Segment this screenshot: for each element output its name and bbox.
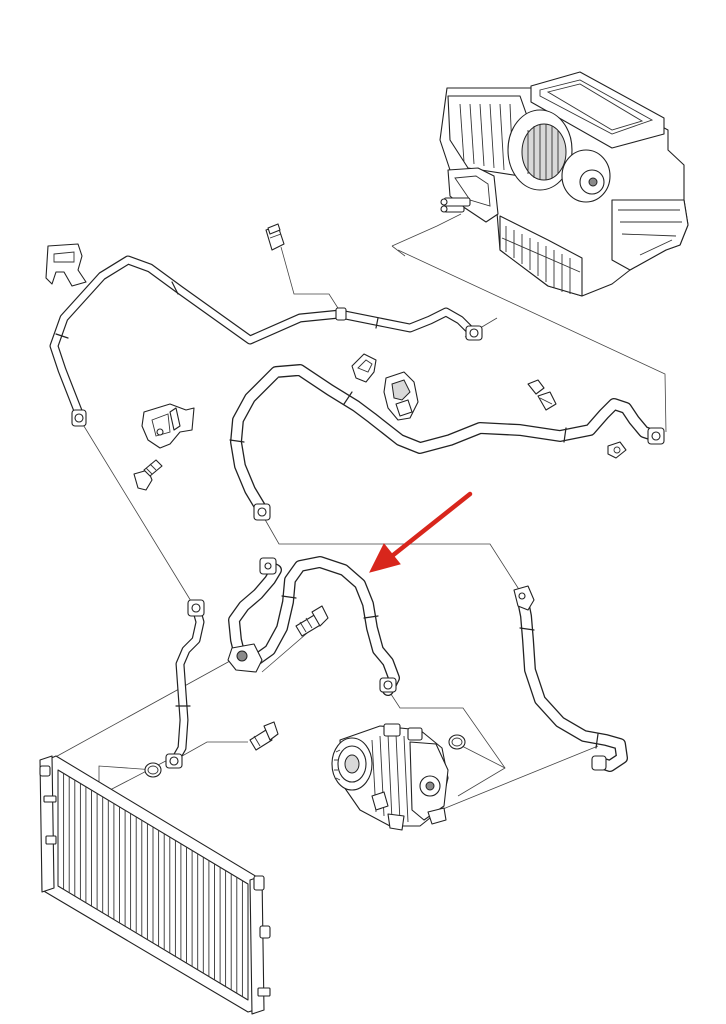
mounting-bracket <box>141 403 195 449</box>
leader-lines <box>49 213 667 810</box>
expansion-valve <box>440 197 471 213</box>
suction-line <box>229 364 665 521</box>
condenser <box>39 755 271 1015</box>
bolt <box>295 605 329 637</box>
hvac-unit <box>439 71 689 297</box>
highlight-arrow <box>369 491 473 573</box>
o-ring <box>144 762 162 778</box>
bolt <box>249 721 279 751</box>
suction-hose <box>513 585 628 772</box>
compressor <box>331 723 449 831</box>
pipe-clamp <box>351 353 419 421</box>
bolt <box>133 459 163 491</box>
pressure-switch <box>265 223 285 251</box>
liquid-line <box>49 255 483 427</box>
service-port-cap <box>527 379 557 411</box>
o-ring <box>448 734 466 750</box>
discharge-line <box>227 556 400 696</box>
condenser-pipe <box>165 599 205 769</box>
pipe-bracket <box>45 243 87 287</box>
